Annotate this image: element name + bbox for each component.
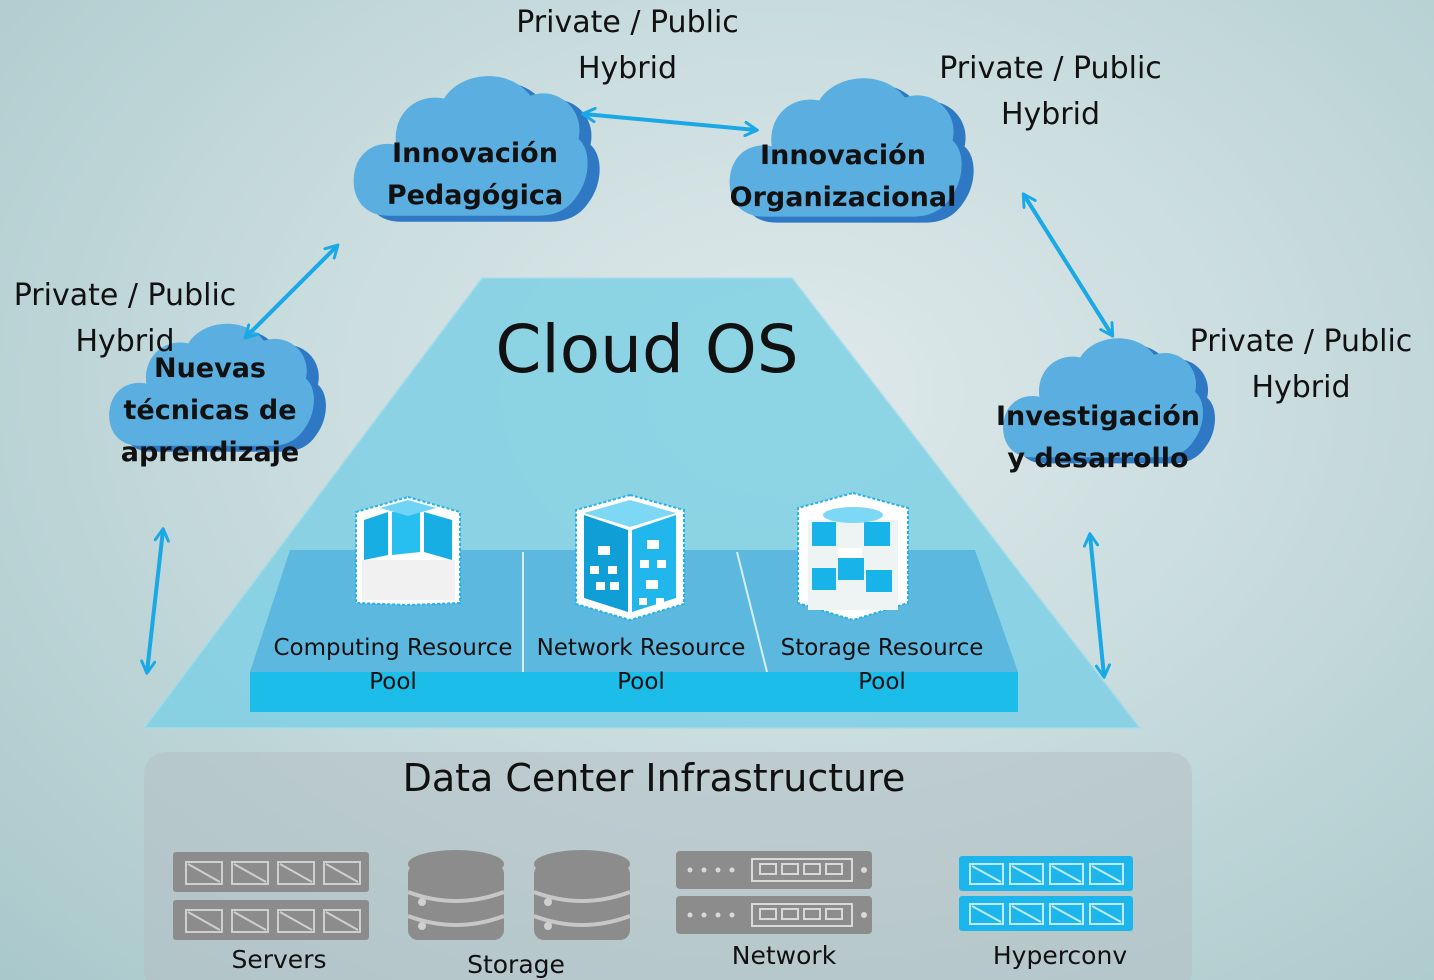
- arrow-nuevas-pedagogica: [246, 246, 337, 337]
- cloud-title-line: Nuevas: [153, 353, 267, 384]
- deployment-line: Private / Public: [1189, 324, 1413, 359]
- database-icon: [407, 850, 631, 940]
- network-hierarchy-icon: [575, 493, 685, 622]
- arrow-pedagogica-organizacional: [584, 114, 756, 130]
- pool-label-computing: Computing Resource Pool: [262, 631, 524, 699]
- cloud-os-title: Cloud OS: [495, 311, 799, 388]
- datacenter-title: Data Center Infrastructure: [402, 756, 906, 800]
- deployment-line: Hybrid: [577, 51, 678, 86]
- hardware-label-hyperconv: Hyperconv: [992, 941, 1128, 970]
- pool-label-line: Storage Resource: [780, 635, 984, 661]
- pool-label-line: Computing Resource: [273, 635, 513, 661]
- pool-band: [250, 672, 1018, 712]
- deployment-label-organizacional: Private / Public Hybrid: [908, 46, 1193, 138]
- cloud-title-line: Organizacional: [729, 182, 957, 213]
- deployment-line: Hybrid: [75, 324, 175, 359]
- deployment-label-pedagogica: Private / Public Hybrid: [485, 0, 770, 92]
- cloud-title-nuevas: Nuevas técnicas de aprendizaje: [106, 348, 314, 474]
- cloud-title-pedagogica: Innovación Pedagógica: [370, 133, 580, 217]
- pool-label-storage: Storage Resource Pool: [764, 631, 1000, 699]
- network-switch-icon: [676, 851, 872, 934]
- deployment-line: Private / Public: [13, 278, 237, 313]
- pool-divider: [736, 551, 768, 673]
- hyperconverged-rack-icon: [959, 856, 1133, 931]
- deployment-line: Private / Public: [516, 5, 739, 40]
- pool-label-line: Pool: [617, 669, 665, 695]
- deployment-line: Hybrid: [1251, 370, 1351, 405]
- cloud-title-line: técnicas de: [123, 395, 297, 426]
- cloud-title-line: aprendizaje: [120, 437, 300, 468]
- deployment-label-nuevas: Private / Public Hybrid: [0, 273, 250, 365]
- arrow-organizacional-investigacion: [1024, 195, 1112, 335]
- pool-label-line: Pool: [369, 669, 417, 695]
- cloud-title-line: Pedagógica: [386, 180, 564, 211]
- arrow-nuevas-datacenter: [147, 530, 163, 672]
- datacenter-panel: [144, 752, 1192, 980]
- hardware-label-servers: Servers: [231, 945, 327, 974]
- server-rack-icon: [173, 852, 369, 940]
- deployment-line: Hybrid: [1000, 97, 1101, 132]
- hardware-label-storage: Storage: [467, 950, 565, 979]
- deployment-line: Private / Public: [939, 51, 1162, 86]
- cloud-title-line: y desarrollo: [1007, 443, 1189, 474]
- computing-cubes-icon: [355, 495, 461, 607]
- pool-label-line: Network Resource: [536, 635, 746, 661]
- cloud-title-organizacional: Innovación Organizacional: [718, 135, 968, 219]
- pool-label-network: Network Resource Pool: [521, 631, 761, 699]
- cloud-title-investigacion: Investigación y desarrollo: [990, 396, 1206, 480]
- pool-label-line: Pool: [858, 669, 906, 695]
- cloud-title-line: Innovación: [392, 138, 558, 169]
- cloud-title-line: Innovación: [760, 140, 926, 171]
- storage-stack-icon: [797, 491, 909, 622]
- cloud-title-line: Investigación: [996, 401, 1200, 432]
- arrow-investigacion-datacenter: [1090, 535, 1104, 676]
- deployment-label-investigacion: Private / Public Hybrid: [1168, 319, 1434, 411]
- hardware-label-network: Network: [731, 941, 837, 970]
